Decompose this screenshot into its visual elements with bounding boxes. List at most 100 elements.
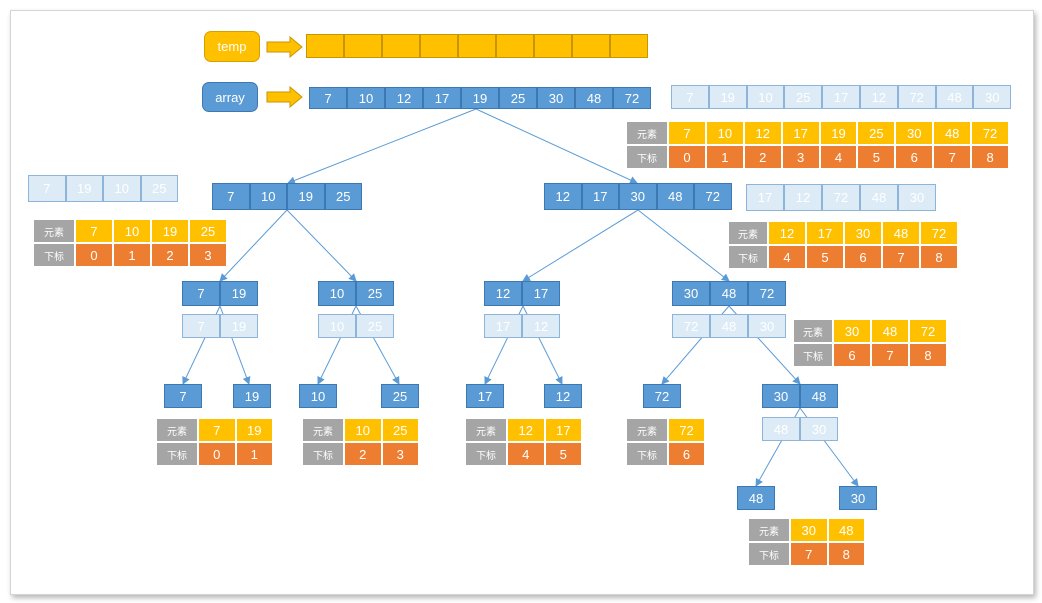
temp-array-cell [344, 34, 382, 58]
temp-array-cell [306, 34, 344, 58]
element-cell: 72 [971, 121, 1010, 145]
ghost-6-cell: 48 [710, 314, 748, 338]
temp-array-cell [534, 34, 572, 58]
tree-arrow [522, 209, 639, 282]
node-14: 48 [737, 486, 775, 510]
tree-arrow [287, 108, 477, 185]
node-5-cell: 48 [710, 281, 748, 306]
ghost-5-cell: 17 [484, 314, 522, 338]
ghost-0-cell: 19 [708, 85, 747, 109]
node-9-cell: 25 [381, 384, 419, 408]
ghost-0-cell: 72 [897, 85, 936, 109]
temp-array-cell [496, 34, 534, 58]
tree-arrow [286, 209, 357, 282]
ghost-4-cell: 10 [318, 314, 356, 338]
index-cell: 6 [668, 442, 705, 466]
node-7-cell: 19 [233, 384, 271, 408]
element-cell: 25 [189, 219, 227, 243]
ghost-1-cell: 10 [103, 175, 141, 202]
index-cell: 5 [806, 245, 844, 269]
element-cell: 30 [895, 121, 934, 145]
element-header: 元素 [793, 319, 833, 343]
index-cell: 1 [705, 145, 744, 169]
index-cell: 1 [113, 243, 151, 267]
node-6: 7 [164, 384, 202, 408]
ghost-0-cell: 25 [784, 85, 823, 109]
node-3-cell: 25 [356, 281, 394, 306]
ghost-2-cell: 48 [860, 184, 898, 211]
node-1-cell: 48 [656, 183, 694, 210]
temp-arrow-icon [266, 36, 303, 58]
ghost-0-cell: 48 [935, 85, 974, 109]
index-cell: 2 [743, 145, 782, 169]
element-cell: 10 [344, 418, 382, 442]
index-cell: 7 [933, 145, 972, 169]
node-0-cell: 25 [324, 183, 362, 210]
element-cell: 12 [507, 418, 545, 442]
index-cell: 7 [882, 245, 920, 269]
ghost-2-cell: 17 [746, 184, 784, 211]
ghost-1-cell: 7 [28, 175, 66, 202]
index-header: 下标 [302, 442, 344, 466]
node-0-cell: 19 [287, 183, 325, 210]
ghost-7-cell: 48 [762, 417, 800, 441]
temp-array-cell [458, 34, 496, 58]
element-cell: 12 [768, 221, 806, 245]
index-cell: 3 [189, 243, 227, 267]
element-cell: 17 [781, 121, 820, 145]
node-0-cell: 7 [212, 183, 250, 210]
index-cell: 2 [151, 243, 189, 267]
node-11-cell: 12 [544, 384, 582, 408]
index-header: 下标 [465, 442, 507, 466]
node-6-cell: 7 [164, 384, 202, 408]
temp-array-cell [382, 34, 420, 58]
array-arrow-icon [266, 86, 303, 108]
element-cell: 72 [668, 418, 705, 442]
node-2-cell: 19 [220, 281, 258, 306]
main-array-cell: 17 [423, 87, 461, 109]
index-cell: 7 [871, 343, 909, 367]
node-15-cell: 30 [839, 486, 877, 510]
element-cell: 19 [151, 219, 189, 243]
index-cell: 8 [920, 245, 958, 269]
ghost-3-cell: 7 [182, 314, 220, 338]
index-cell: 0 [75, 243, 113, 267]
element-header: 元素 [626, 121, 668, 145]
node-0-cell: 10 [249, 183, 287, 210]
element-cell: 12 [743, 121, 782, 145]
node-12: 72 [643, 384, 681, 408]
main-array-cell: 12 [385, 87, 423, 109]
element-header: 元素 [728, 221, 768, 245]
element-cell: 10 [113, 219, 151, 243]
index-cell: 8 [827, 542, 865, 566]
index-header: 下标 [156, 442, 198, 466]
element-cell: 7 [668, 121, 706, 145]
index-cell: 0 [668, 145, 706, 169]
element-cell: 10 [705, 121, 744, 145]
element-header: 元素 [748, 518, 790, 542]
node-15: 30 [839, 486, 877, 510]
element-header: 元素 [626, 418, 668, 442]
array-label: array [202, 82, 258, 112]
node-12-cell: 72 [643, 384, 681, 408]
node-1-cell: 72 [694, 183, 732, 210]
element-cell: 30 [790, 518, 828, 542]
tree-arrow [219, 209, 288, 282]
index-cell: 4 [819, 145, 858, 169]
main-array-cell: 25 [499, 87, 537, 109]
node-9: 25 [381, 384, 419, 408]
element-header: 元素 [33, 219, 75, 243]
index-cell: 6 [895, 145, 934, 169]
node-3-cell: 10 [318, 281, 356, 306]
ghost-0-cell: 17 [822, 85, 860, 109]
node-5-cell: 30 [672, 281, 710, 306]
